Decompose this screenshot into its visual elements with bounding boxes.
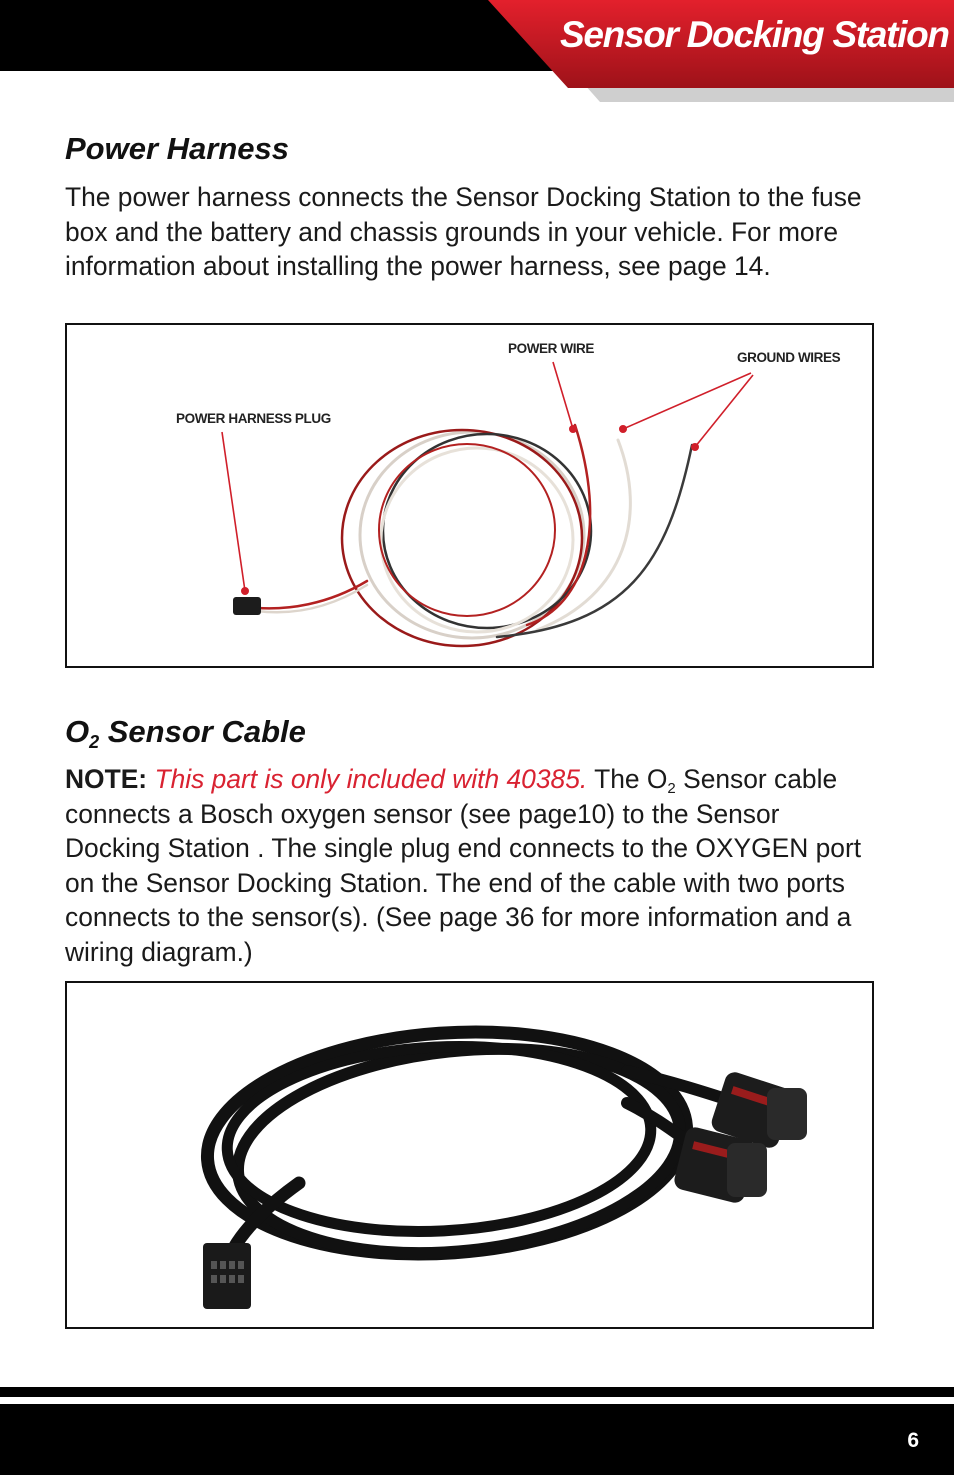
power-harness-paragraph: The power harness connects the Sensor Do… [65,182,862,281]
body-text-part-2: Sensor cable connects a Bosch oxygen sen… [65,764,862,967]
power-harness-description: The power harness connects the Sensor Do… [65,180,875,284]
power-harness-illustration [221,361,754,648]
body-text-part-1: The O [587,764,668,794]
o2-sensor-cable-illustration [200,1025,807,1309]
power-harness-figure: POWER HARNESS PLUG POWER WIRE GROUND WIR… [65,323,874,668]
o2-cable-paragraph: NOTE: This part is only included with 40… [65,762,875,969]
callout-power-harness-plug: POWER HARNESS PLUG [176,411,331,426]
footer-rule [0,1387,954,1397]
section-heading-power-harness: Power Harness [65,131,289,166]
callout-ground-wires: GROUND WIRES [737,350,841,365]
section-heading-o2-sensor-cable: O2 Sensor Cable [65,714,306,753]
header-tab [488,0,954,102]
page-header-title: Sensor Docking Station [560,14,950,55]
o2-cable-description: NOTE: This part is only included with 40… [65,762,875,969]
heading-suffix: Sensor Cable [99,714,306,749]
footer-bar [0,1404,954,1475]
body-subscript: 2 [667,780,676,797]
page-number: 6 [907,1429,919,1452]
callout-power-wire: POWER WIRE [508,341,594,356]
heading-o-text: O [65,714,90,749]
note-text: This part is only included with 40385. [154,764,588,794]
note-label: NOTE: [65,764,148,794]
heading-subscript: 2 [89,732,100,752]
o2-sensor-cable-figure [65,981,874,1329]
